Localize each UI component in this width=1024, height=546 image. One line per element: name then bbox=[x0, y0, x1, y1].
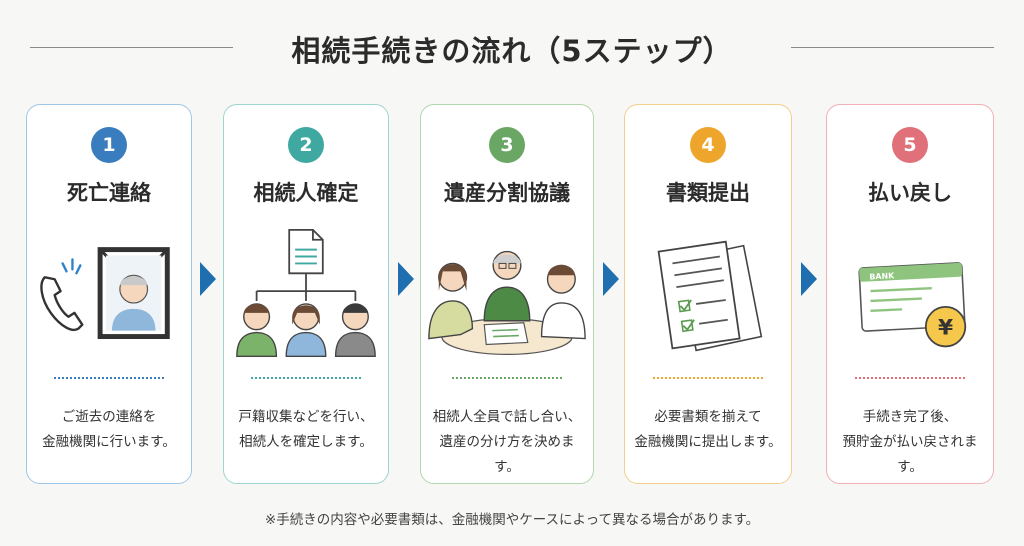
person-icon bbox=[540, 264, 586, 340]
title-divider-left bbox=[30, 47, 233, 48]
step-illustration: BANK ¥ bbox=[858, 262, 967, 348]
header: 相続手続きの流れ（5ステップ） bbox=[0, 22, 1024, 72]
step-number-badge: 1 bbox=[91, 127, 127, 163]
step-card-1: 1 死亡連絡 ご逝去の連絡を 金融機関に行います。 bbox=[26, 104, 192, 484]
step-card-5: 5 払い戻し BANK ¥ 手続き完了後、 預貯金が払い戻されます。 bbox=[826, 104, 994, 484]
divider-dots bbox=[653, 377, 763, 379]
person-icon bbox=[285, 303, 327, 357]
step-description: ご逝去の連絡を 金融機関に行います。 bbox=[33, 405, 185, 455]
step-number-badge: 5 bbox=[892, 127, 928, 163]
divider-dots bbox=[855, 377, 965, 379]
family-tree-icon bbox=[255, 273, 357, 301]
divider-dots bbox=[452, 377, 562, 379]
portrait-icon bbox=[97, 247, 170, 340]
desc-line-2: 遺産の分け方を決めます。 bbox=[439, 434, 575, 475]
step-title: 払い戻し bbox=[868, 181, 952, 205]
desc-line-1: 相続人全員で話し合い、 bbox=[432, 409, 582, 425]
desc-line-1: 必要書類を揃えて bbox=[654, 409, 762, 425]
phone-icon bbox=[40, 258, 84, 331]
step-title: 書類提出 bbox=[666, 181, 750, 205]
step-number-badge: 4 bbox=[690, 127, 726, 163]
step-description: 手続き完了後、 預貯金が払い戻されます。 bbox=[833, 405, 987, 480]
step-card-4: 4 書類提出 必要書類を揃えて 金融機関に提出します。 bbox=[624, 104, 792, 484]
page-title: 相続手続きの流れ（5ステップ） bbox=[291, 34, 733, 68]
arrow-icon bbox=[200, 262, 216, 296]
step-number-badge: 2 bbox=[288, 127, 324, 163]
step-number-badge: 3 bbox=[489, 127, 525, 163]
step-illustration bbox=[236, 229, 376, 357]
person-icon bbox=[428, 262, 474, 340]
footnote: ※手続きの内容や必要書類は、金融機関やケースによって異なる場合があります。 bbox=[264, 512, 760, 528]
yen-coin-icon: ¥ bbox=[924, 306, 967, 348]
person-icon bbox=[334, 303, 376, 357]
step-description: 戸籍収集などを行い、 相続人を確定します。 bbox=[230, 405, 382, 455]
step-title: 相続人確定 bbox=[253, 181, 359, 205]
bankbook-label: BANK bbox=[869, 271, 895, 281]
desc-line-1: 手続き完了後、 bbox=[862, 409, 958, 425]
arrow-icon bbox=[801, 262, 817, 296]
title-divider-right bbox=[791, 47, 994, 48]
divider-dots bbox=[54, 377, 164, 379]
document-icon bbox=[288, 229, 324, 275]
step-description: 相続人全員で話し合い、 遺産の分け方を決めます。 bbox=[427, 405, 587, 480]
arrow-icon bbox=[398, 262, 414, 296]
step-card-2: 2 相続人確定 bbox=[223, 104, 389, 484]
desc-line-2: 相続人を確定します。 bbox=[239, 434, 373, 450]
person-icon bbox=[236, 303, 278, 357]
divider-dots bbox=[251, 377, 361, 379]
desc-line-2: 金融機関に提出します。 bbox=[634, 434, 782, 450]
step-title: 遺産分割協議 bbox=[444, 181, 570, 205]
step-card-3: 3 遺産分割協議 相続人全員で話し合い、 遺産の分け方を決めます。 bbox=[420, 104, 594, 484]
step-illustration bbox=[40, 247, 170, 340]
documents-checklist-icon bbox=[657, 240, 763, 352]
arrow-icon bbox=[603, 262, 619, 296]
meeting-icon bbox=[428, 250, 586, 355]
yen-symbol: ¥ bbox=[938, 316, 953, 341]
person-icon bbox=[483, 250, 531, 322]
desc-line-1: 戸籍収集などを行い、 bbox=[238, 409, 374, 425]
desc-line-1: ご逝去の連絡を bbox=[61, 409, 157, 425]
step-description: 必要書類を揃えて 金融機関に提出します。 bbox=[631, 405, 785, 455]
desc-line-2: 預貯金が払い戻されます。 bbox=[842, 434, 978, 475]
desc-line-2: 金融機関に行います。 bbox=[42, 434, 176, 450]
step-title: 死亡連絡 bbox=[67, 181, 151, 205]
